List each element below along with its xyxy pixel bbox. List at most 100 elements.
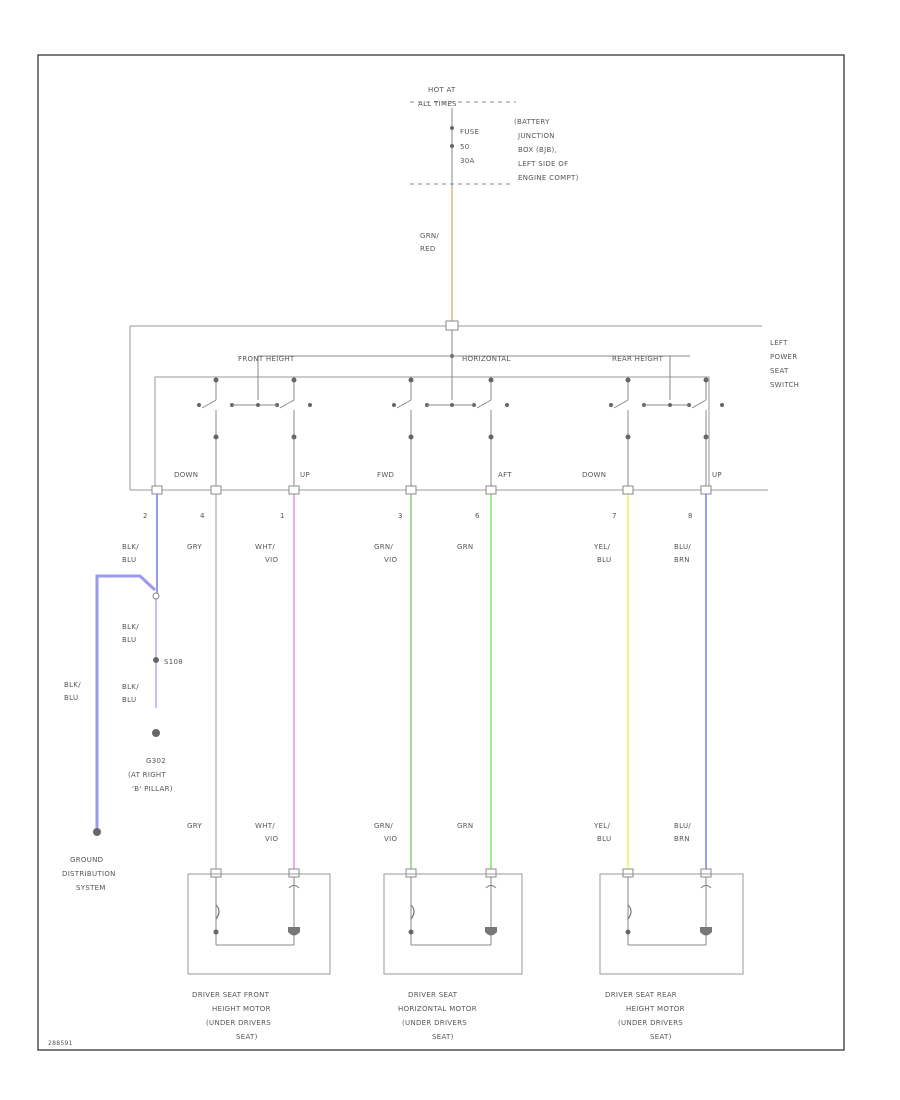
splice-name: S108 [164, 658, 183, 666]
switch-label-line: LEFT [770, 339, 788, 347]
wire-lines [151, 485, 712, 878]
contact-point [256, 403, 260, 407]
ground-dist-line: GROUND [70, 856, 103, 864]
wire-label-top: GRN/ [374, 543, 393, 551]
wire-label-bottom: YEL/ [593, 822, 610, 830]
contact-dot [291, 434, 297, 440]
ground-distribution-label: GROUND DISTRIBUTION SYSTEM [62, 856, 115, 892]
motor-label-line: DRIVER SEAT [408, 991, 458, 999]
motor-label-line: (UNDER DRIVERS [402, 1019, 467, 1027]
wire-label-top: YEL/ [593, 543, 610, 551]
contact-blade [476, 399, 492, 409]
hot-at-label: HOT AT [428, 86, 456, 94]
switch-outer-box [129, 325, 768, 491]
motor-label-line: HORIZONTAL MOTOR [398, 1005, 477, 1013]
ground-branch-wire [95, 574, 157, 832]
contact-dot [213, 434, 219, 440]
motor-label-line: HEIGHT MOTOR [212, 1005, 271, 1013]
contact-point [609, 403, 613, 407]
splice-junction [152, 592, 160, 600]
switch-inner-box [154, 376, 710, 491]
direction-label: DOWN [582, 471, 606, 479]
motor-dot [625, 929, 631, 935]
wire-label-bottom: BLU/ [674, 822, 691, 830]
motor-label-line: (UNDER DRIVERS [206, 1019, 271, 1027]
switch-label: LEFT POWER SEAT SWITCH [770, 339, 799, 389]
motor-box-front-height [187, 873, 331, 975]
motor-terminal [288, 868, 300, 878]
contact-dot [488, 377, 494, 383]
switch-output-terminal [405, 485, 417, 495]
wire-label-top: BLU/ [674, 543, 691, 551]
contact-dot [408, 377, 414, 383]
contact-blade [201, 399, 217, 409]
direction-labels: DOWN UP FWD AFT DOWN UP [174, 471, 722, 479]
direction-label: FWD [377, 471, 394, 479]
bjb-location-line: (BATTERY [514, 118, 550, 126]
pin-numbers: 2 4 1 3 6 7 8 [143, 512, 693, 520]
limit-switch [215, 904, 220, 920]
section-label-rear-height: REAR HEIGHT [612, 355, 664, 363]
motor-terminal [210, 868, 222, 878]
pin-number: 7 [612, 512, 617, 520]
contact-point [392, 403, 396, 407]
contact-point [505, 403, 509, 407]
motor-label-line: SEAT) [432, 1033, 454, 1041]
wire-label-bottom: BLU [597, 835, 611, 843]
contact-dot [291, 377, 297, 383]
motor-symbol [485, 927, 497, 936]
limit-switch [627, 904, 632, 920]
contact-dot [703, 377, 709, 383]
contact-dot [625, 434, 631, 440]
pin-number: 1 [280, 512, 285, 520]
g-wire-label: BLK/ [122, 683, 139, 691]
wire-label-top: WHT/ [255, 543, 275, 551]
wire-label-bottom: WHT/ [255, 822, 275, 830]
wire-label-bottom: GRN/ [374, 822, 393, 830]
fuse-name: FUSE [460, 128, 479, 136]
branch-wire-label: BLK/ [64, 681, 81, 689]
ground-location: (AT RIGHT [128, 771, 166, 779]
contact-point [720, 403, 724, 407]
switch-output-terminal [151, 485, 163, 495]
motor-arc [288, 885, 300, 889]
motor-terminal [700, 868, 712, 878]
switch-output-terminal [622, 485, 634, 495]
wire-label-bottom: BRN [674, 835, 690, 843]
ground-distribution-point [93, 828, 101, 836]
motor-arc [700, 885, 712, 889]
limit-switch [410, 904, 415, 920]
wire-label-bottom: VIO [265, 835, 278, 843]
wire-label-top: BLU [597, 556, 611, 564]
motor-label-rear-height: DRIVER SEAT REAR HEIGHT MOTOR (UNDER DRI… [605, 991, 684, 1041]
direction-label: UP [300, 471, 310, 479]
motor-box-rear-height [599, 873, 744, 975]
motor-label-line: SEAT) [650, 1033, 672, 1041]
wire-label-top: BRN [674, 556, 690, 564]
bjb-location-line: LEFT SIDE OF [518, 160, 568, 168]
wire-label-top: VIO [384, 556, 397, 564]
contact-dot [408, 434, 414, 440]
direction-label: DOWN [174, 471, 198, 479]
contact-point [450, 403, 454, 407]
wire-label-top: BLK/ [122, 543, 139, 551]
motor-label-line: (UNDER DRIVERS [618, 1019, 683, 1027]
feed-wire-color-line1: GRN/ [420, 232, 439, 240]
pin-number: 3 [398, 512, 403, 520]
wire-label-top: BLU [122, 556, 136, 564]
motor-label-front-height: DRIVER SEAT FRONT HEIGHT MOTOR (UNDER DR… [192, 991, 271, 1041]
wire-label-top: VIO [265, 556, 278, 564]
fuse-amps: 30A [460, 157, 475, 165]
pin-number: 8 [688, 512, 693, 520]
bjb-location-line: ENGINE COMPT) [518, 174, 579, 182]
motor-label-line: DRIVER SEAT FRONT [192, 991, 270, 999]
switch-input-terminal [445, 320, 459, 331]
bjb-location-line: JUNCTION [517, 132, 555, 140]
motor-terminal [622, 868, 634, 878]
splice-wire-label: BLK/ [122, 623, 139, 631]
contact-dot [488, 434, 494, 440]
switch-output-terminal [288, 485, 300, 495]
motor-arc [485, 885, 497, 889]
